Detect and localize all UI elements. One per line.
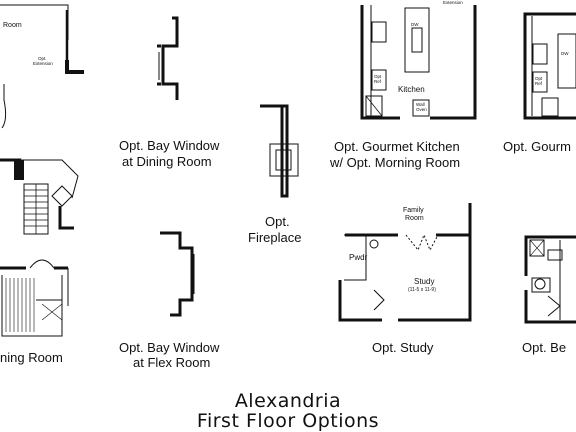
plan-gourmet-kitchen: Extension DW Opt Ref Kitchen Wall Oven <box>360 0 477 120</box>
opt-ref-right-label-2: Ref <box>535 81 543 86</box>
caption-fireplace-line1: Opt. <box>265 214 290 229</box>
ext-top-label: Extension <box>443 0 463 5</box>
caption-gourmet-line1: Opt. Gourmet Kitchen <box>334 139 460 154</box>
plan-bay-window-dining <box>157 16 179 100</box>
plan-dining-extension: Room Opt. Extension <box>0 4 84 129</box>
page-title-line1: Alexandria <box>234 390 342 412</box>
wall-oven-label: Wall <box>416 102 425 107</box>
opt-ref-label: Opt <box>374 74 382 79</box>
caption-bay-flex-line1: Opt. Bay Window <box>119 340 220 355</box>
page-title-line2: First Floor Options <box>196 410 380 432</box>
caption-fireplace-line2: Fireplace <box>248 230 302 245</box>
plan-dining-room-left <box>0 259 69 337</box>
caption-dining-cut: ning Room <box>0 350 63 365</box>
pwdr-label: Pwdr <box>349 253 368 262</box>
dw-label: DW <box>411 22 419 27</box>
opt-extension-label-2: Extension <box>33 61 53 66</box>
plan-stairs <box>0 158 79 235</box>
wall-oven-label-2: Oven <box>416 107 427 112</box>
plan-fireplace <box>260 104 299 198</box>
opt-ref-label-2: Ref <box>374 79 382 84</box>
study-name-label: Study <box>414 277 434 286</box>
caption-gourmet-cut: Opt. Gourm <box>503 139 571 154</box>
plan-gourmet-kitchen-right: DW Opt Ref <box>523 12 576 120</box>
study-dim-label: (11-5 x 11-9) <box>408 287 436 293</box>
family-room-label-1: Family <box>403 207 424 214</box>
opt-extension-label-1: Opt. <box>38 56 47 61</box>
caption-bay-dining-line1: Opt. Bay Window <box>119 138 220 153</box>
kitchen-label: Kitchen <box>398 85 425 94</box>
plan-bedroom-right <box>524 235 576 324</box>
caption-gourmet-line2: w/ Opt. Morning Room <box>330 155 461 170</box>
caption-bay-flex-line2: at Flex Room <box>133 355 211 370</box>
plan-study: Family Room Pwdr Study (11-5 x 11-9) <box>338 203 472 322</box>
opt-ref-right-label: Opt <box>535 76 543 81</box>
dw-right-label: DW <box>561 51 569 56</box>
caption-study: Opt. Study <box>372 340 434 355</box>
family-room-label-2: Room <box>405 215 424 222</box>
room-top-label: Room <box>3 22 22 29</box>
caption-bed-cut: Opt. Be <box>522 340 567 355</box>
plan-bay-window-flex <box>160 231 195 317</box>
caption-bay-dining-line2: at Dining Room <box>122 154 212 169</box>
